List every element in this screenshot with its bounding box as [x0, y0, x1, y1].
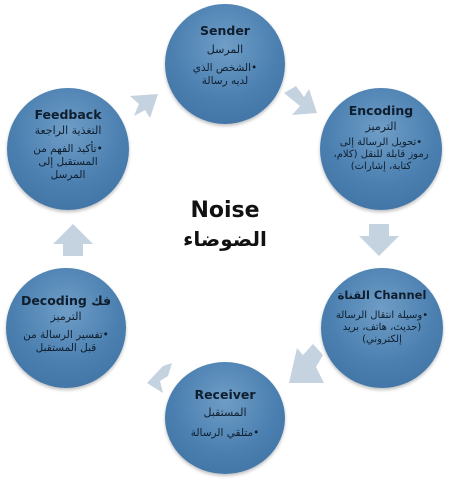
arrow-sender-to-encoding — [284, 86, 317, 115]
sender-description: •الشخص الذي لديه رسالة — [192, 62, 258, 87]
channel-description: •وسيلة انتقال الرسالة (حديث، هاتف، بريد … — [335, 310, 429, 345]
encoding-description: •تحويل الرسالة إلى رموز قابلة للنقل (كلا… — [333, 137, 429, 172]
arrow-feedback-to-sender — [130, 94, 158, 118]
node-sender: Sender المرسل •الشخص الذي لديه رسالة — [165, 4, 285, 124]
arrow-encoding-to-channel — [359, 224, 399, 256]
decoding-title: فك Decoding — [20, 293, 112, 308]
feedback-description: •تأكيد الفهم من المستقبل إلى المرسل — [33, 143, 103, 181]
receiver-arabic-label: المستقبل — [203, 406, 247, 419]
encoding-title: Encoding — [348, 103, 414, 118]
encoding-arabic-label: الترميز — [365, 120, 397, 133]
node-receiver: Receiver المستقبل •متلقي الرسالة — [165, 362, 285, 474]
arrow-decoding-to-feedback — [53, 224, 93, 256]
feedback-arabic-label: التغذية الراجعة — [34, 124, 102, 137]
sender-arabic-label: المرسل — [206, 43, 244, 56]
receiver-title: Receiver — [194, 387, 256, 402]
decoding-arabic-label: الترميز — [50, 310, 82, 323]
arrow-receiver-to-decoding — [147, 363, 172, 393]
node-encoding: Encoding الترميز •تحويل الرسالة إلى رموز… — [320, 88, 442, 210]
node-decoding: فك Decoding الترميز •تفسير الرسالة من قب… — [6, 268, 126, 388]
center-title: Noise — [190, 198, 260, 223]
channel-title: القناة Channel — [337, 288, 427, 302]
decoding-description: •تفسير الرسالة من قبل المستقبل — [23, 329, 109, 354]
feedback-title: Feedback — [34, 107, 102, 122]
node-feedback: Feedback التغذية الراجعة •تأكيد الفهم من… — [7, 88, 129, 210]
arrow-channel-to-receiver — [289, 344, 324, 383]
center-subtitle: الضوضاء — [183, 227, 267, 251]
sender-title: Sender — [200, 23, 250, 38]
receiver-description: •متلقي الرسالة — [190, 427, 260, 439]
node-channel: القناة Channel •وسيلة انتقال الرسالة (حد… — [321, 268, 443, 388]
